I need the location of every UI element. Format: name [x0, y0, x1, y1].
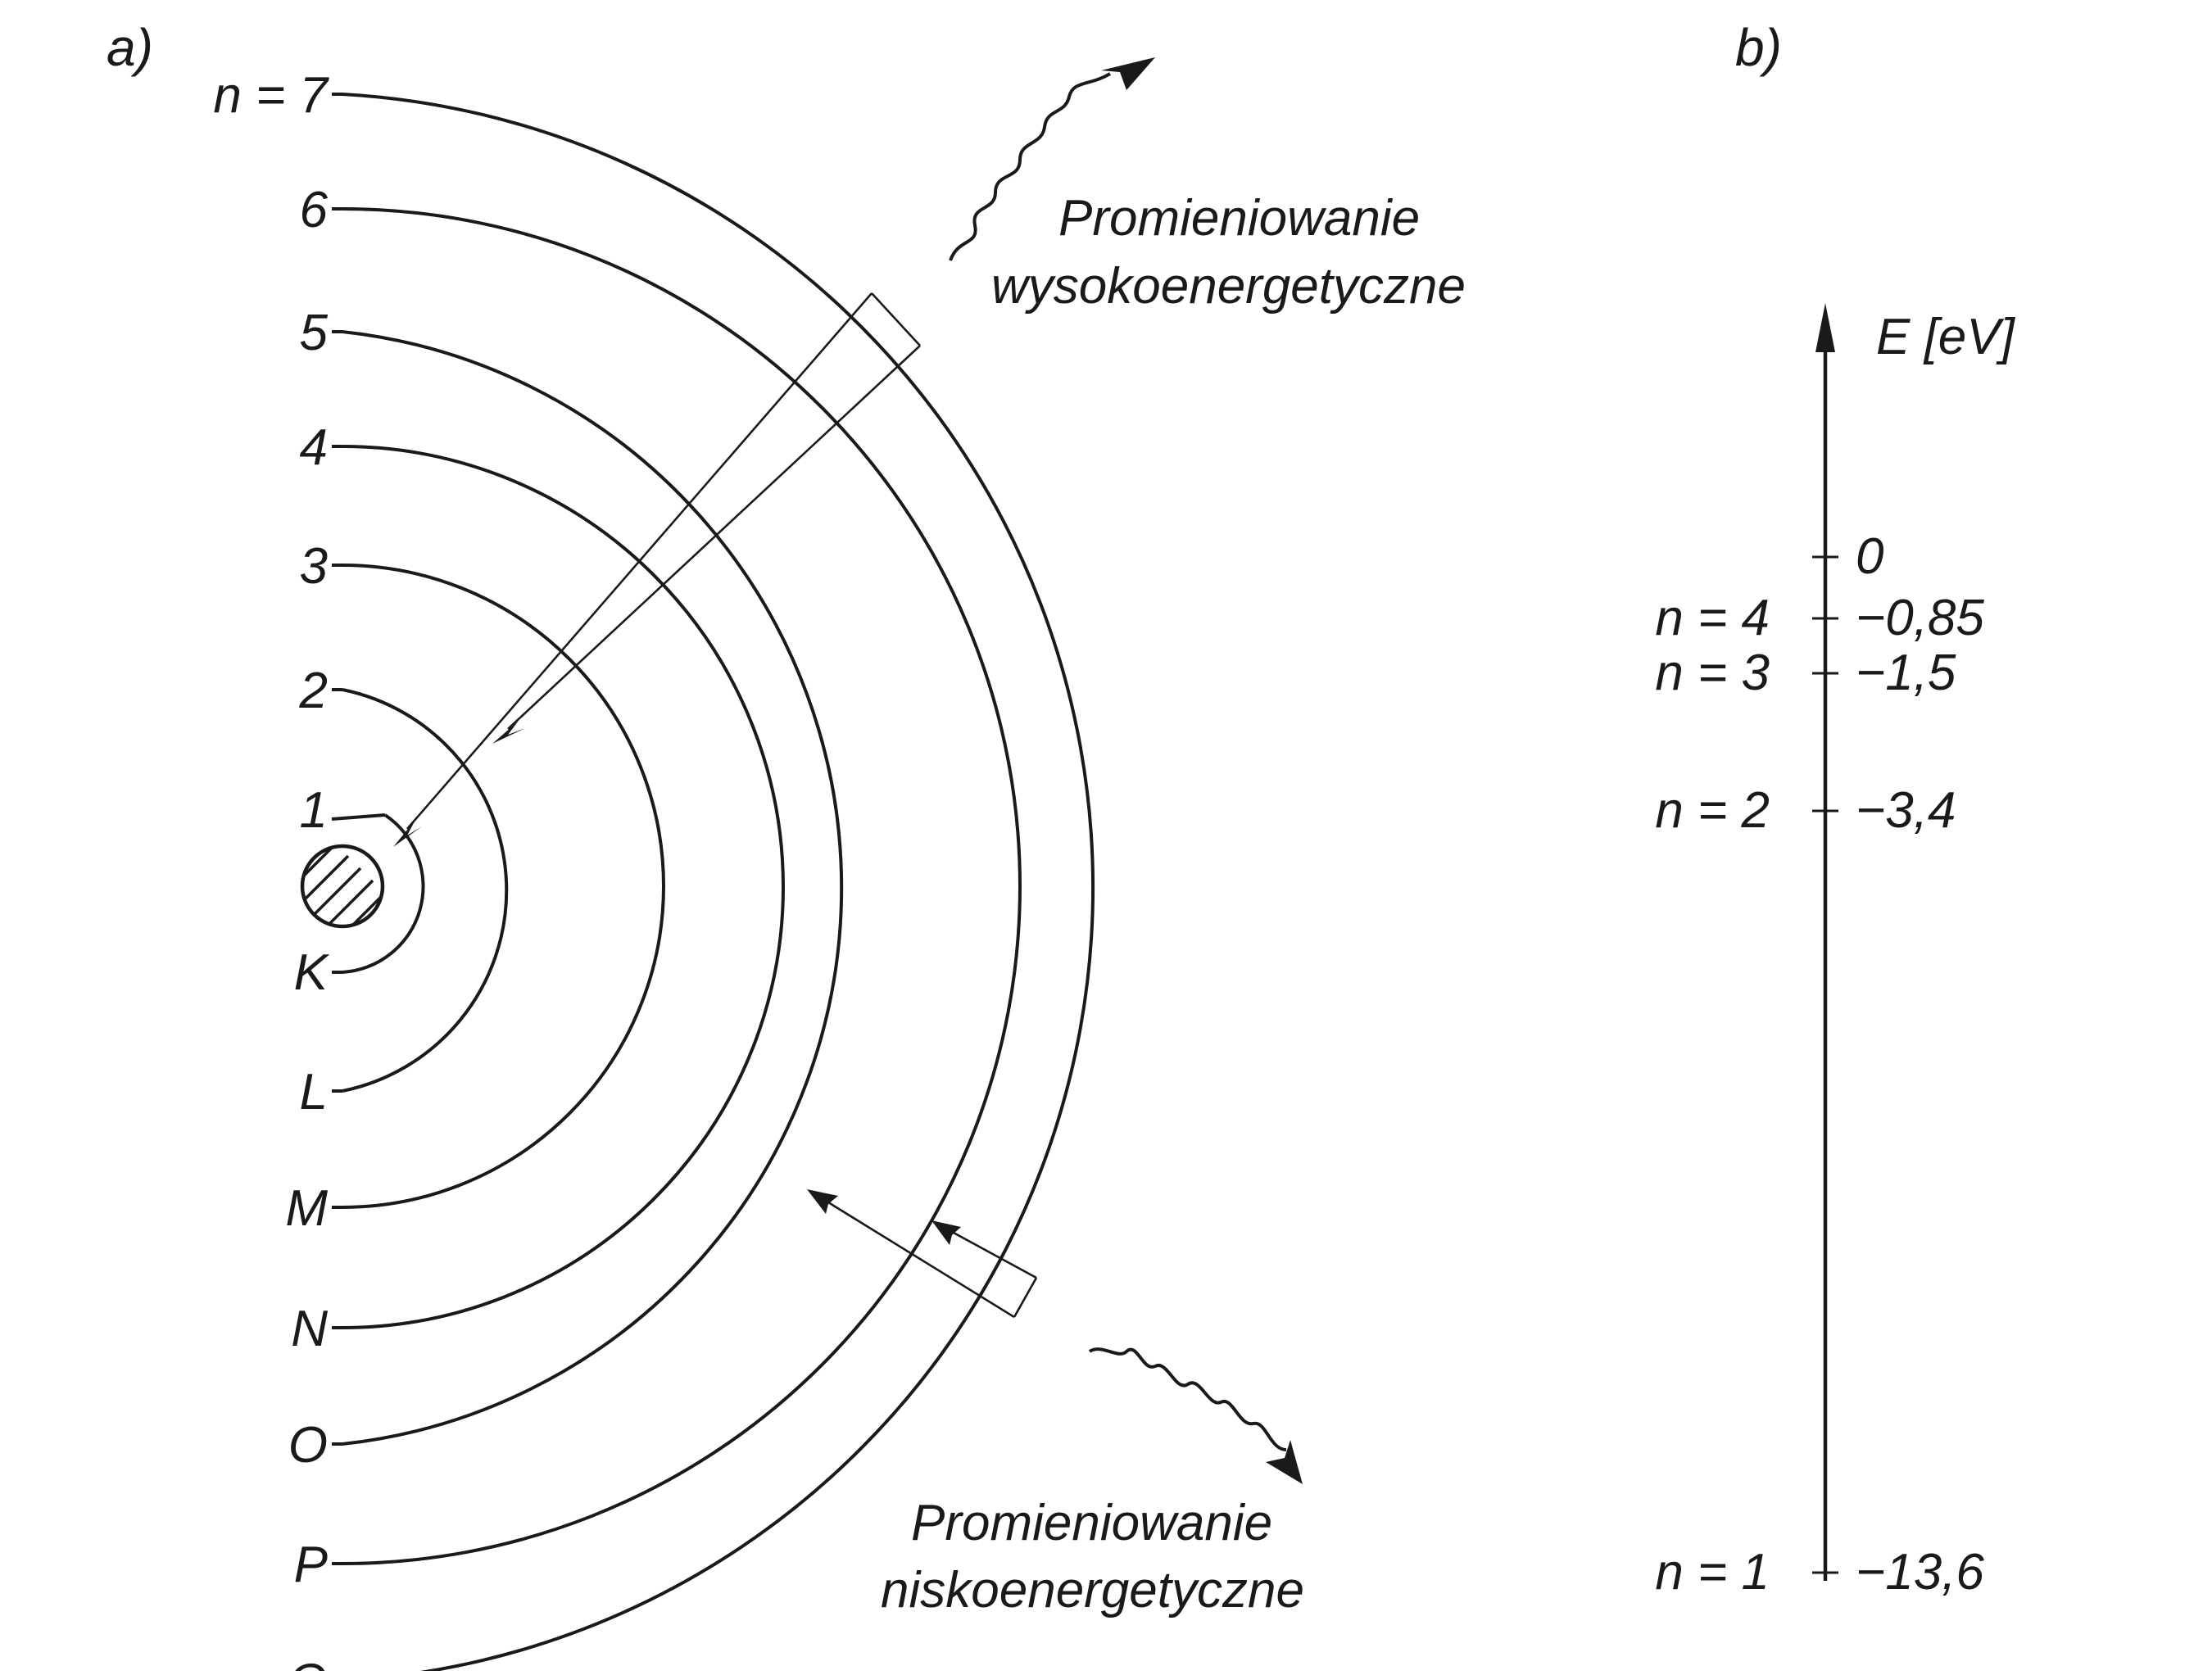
- shell-l-arc: [342, 688, 509, 1093]
- photon-arrowhead-up: [1101, 57, 1155, 90]
- ray-cap-top: [871, 292, 921, 346]
- high-energy-label-line2: wysokoenergetyczne: [991, 258, 1466, 315]
- shell-letter-o: O: [288, 1417, 328, 1474]
- level-n-3: n = 3: [1655, 645, 1770, 701]
- shell-letter-m: M: [285, 1180, 328, 1237]
- energy-axis-arrowhead: [1815, 303, 1835, 352]
- level-value-0: 0: [1856, 528, 1883, 585]
- low-energy-transition-rays: [807, 1189, 1038, 1319]
- photon-wave-down: [1088, 1347, 1287, 1451]
- photon-arrowhead-down: [1266, 1440, 1303, 1484]
- shell-label-4: 4: [300, 419, 328, 476]
- level-value-4: −0,85: [1856, 590, 1984, 646]
- photon-wave-up: [949, 72, 1112, 261]
- panel-a-label: a): [107, 18, 153, 77]
- nucleus-hatching: [302, 846, 383, 926]
- nucleus: [300, 844, 385, 929]
- low-energy-label-line2: niskoenergetyczne: [881, 1562, 1304, 1618]
- shell-m-arc: [342, 564, 665, 1209]
- level-n-4: n = 4: [1655, 590, 1770, 646]
- shell-letter-l: L: [300, 1064, 328, 1120]
- shell-letter-p: P: [294, 1537, 328, 1593]
- panel-b-label: b): [1735, 18, 1782, 77]
- level-n-1: n = 1: [1655, 1544, 1770, 1600]
- arrowhead-out-1: [807, 1189, 838, 1214]
- arrowhead-l: [492, 721, 525, 744]
- energy-axis-label: E [eV]: [1876, 309, 2016, 365]
- shell-label-3: 3: [300, 538, 328, 595]
- low-energy-label-line1: Promieniowanie: [911, 1495, 1272, 1551]
- energy-axis: [1815, 303, 1835, 1581]
- high-energy-photon: [949, 57, 1155, 261]
- high-energy-label-line1: Promieniowanie: [1058, 190, 1420, 247]
- shell-letter-q: Q: [288, 1654, 328, 1671]
- shell-letter-k: K: [294, 944, 330, 1001]
- shell-label-7: n = 7: [213, 67, 329, 124]
- shell-label-1: 1: [300, 782, 328, 839]
- arrowhead-k: [393, 820, 422, 847]
- shell-q-arc: [342, 93, 1095, 1675]
- level-value-3: −1,5: [1856, 645, 1956, 701]
- shell-p-arc: [342, 207, 1022, 1565]
- ray-cap-bottom: [1013, 1277, 1038, 1318]
- shell-label-6: 6: [300, 182, 329, 238]
- level-value-1: −13,6: [1856, 1544, 1984, 1600]
- high-energy-transition-rays: [393, 292, 921, 847]
- ray-to-k: [406, 292, 873, 830]
- shell-label-5: 5: [300, 305, 329, 361]
- level-n-2: n = 2: [1655, 782, 1770, 839]
- low-energy-photon: [1088, 1347, 1303, 1484]
- ray-out-1: [810, 1190, 1015, 1319]
- shell-label-2: 2: [299, 663, 328, 719]
- arrowhead-out-2: [931, 1220, 961, 1245]
- ray-to-l: [507, 345, 921, 730]
- shell-n-arc: [342, 445, 785, 1329]
- label-leaders: [331, 93, 386, 1565]
- shell-letter-n: N: [291, 1301, 328, 1357]
- level-value-2: −3,4: [1856, 782, 1956, 839]
- shell-o-arc: [342, 330, 844, 1446]
